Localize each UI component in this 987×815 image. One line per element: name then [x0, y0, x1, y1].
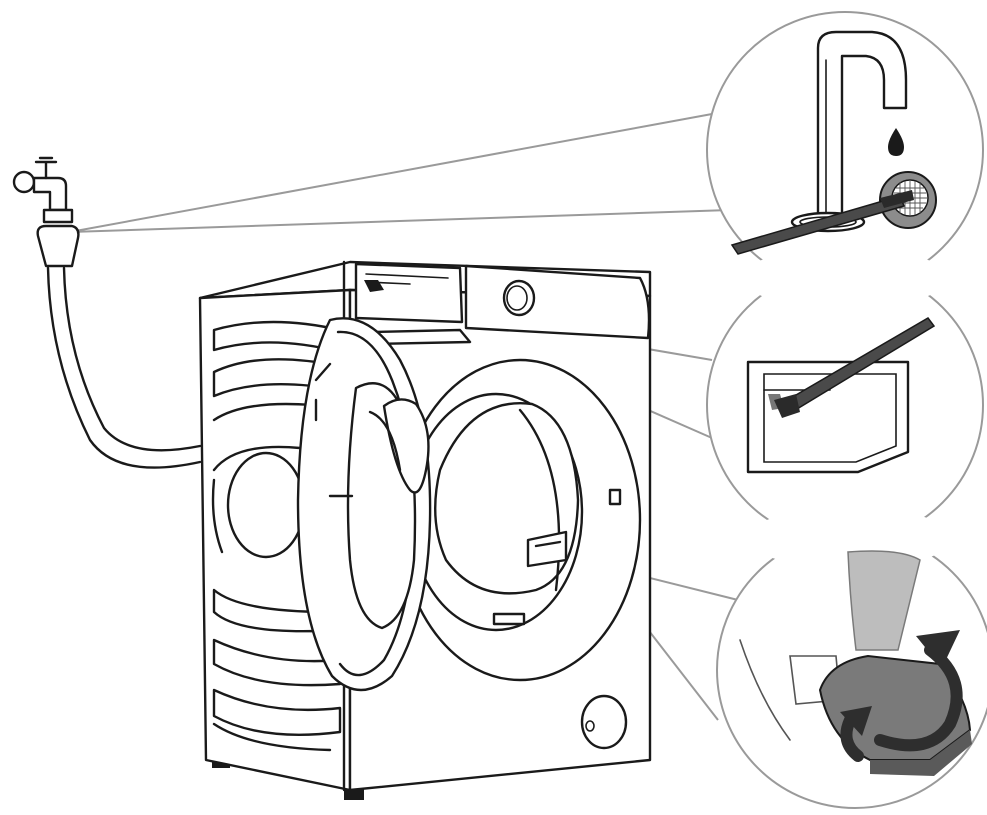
door-lock-slot — [608, 488, 622, 506]
callout-top-content — [730, 30, 937, 255]
callout-middle-content — [746, 317, 936, 474]
detergent-drawer — [354, 262, 464, 324]
control-panel — [464, 264, 651, 340]
ray-top-to-tap-lower — [69, 209, 731, 233]
program-dial — [502, 279, 536, 317]
inlet-hose-icon — [46, 266, 202, 469]
drain-pump-cover — [580, 694, 628, 750]
water-drop-icon — [888, 128, 904, 156]
brush-icon — [774, 317, 936, 418]
ray-top-to-tap-upper — [69, 113, 713, 233]
callout-bottom-content — [739, 550, 972, 776]
handle-recess — [492, 612, 526, 626]
brush-icon — [730, 190, 914, 255]
tap-spout — [816, 30, 908, 230]
washing-machine — [198, 260, 652, 800]
water-tap-icon — [12, 156, 80, 268]
rotate-arrow-icon — [840, 630, 963, 762]
